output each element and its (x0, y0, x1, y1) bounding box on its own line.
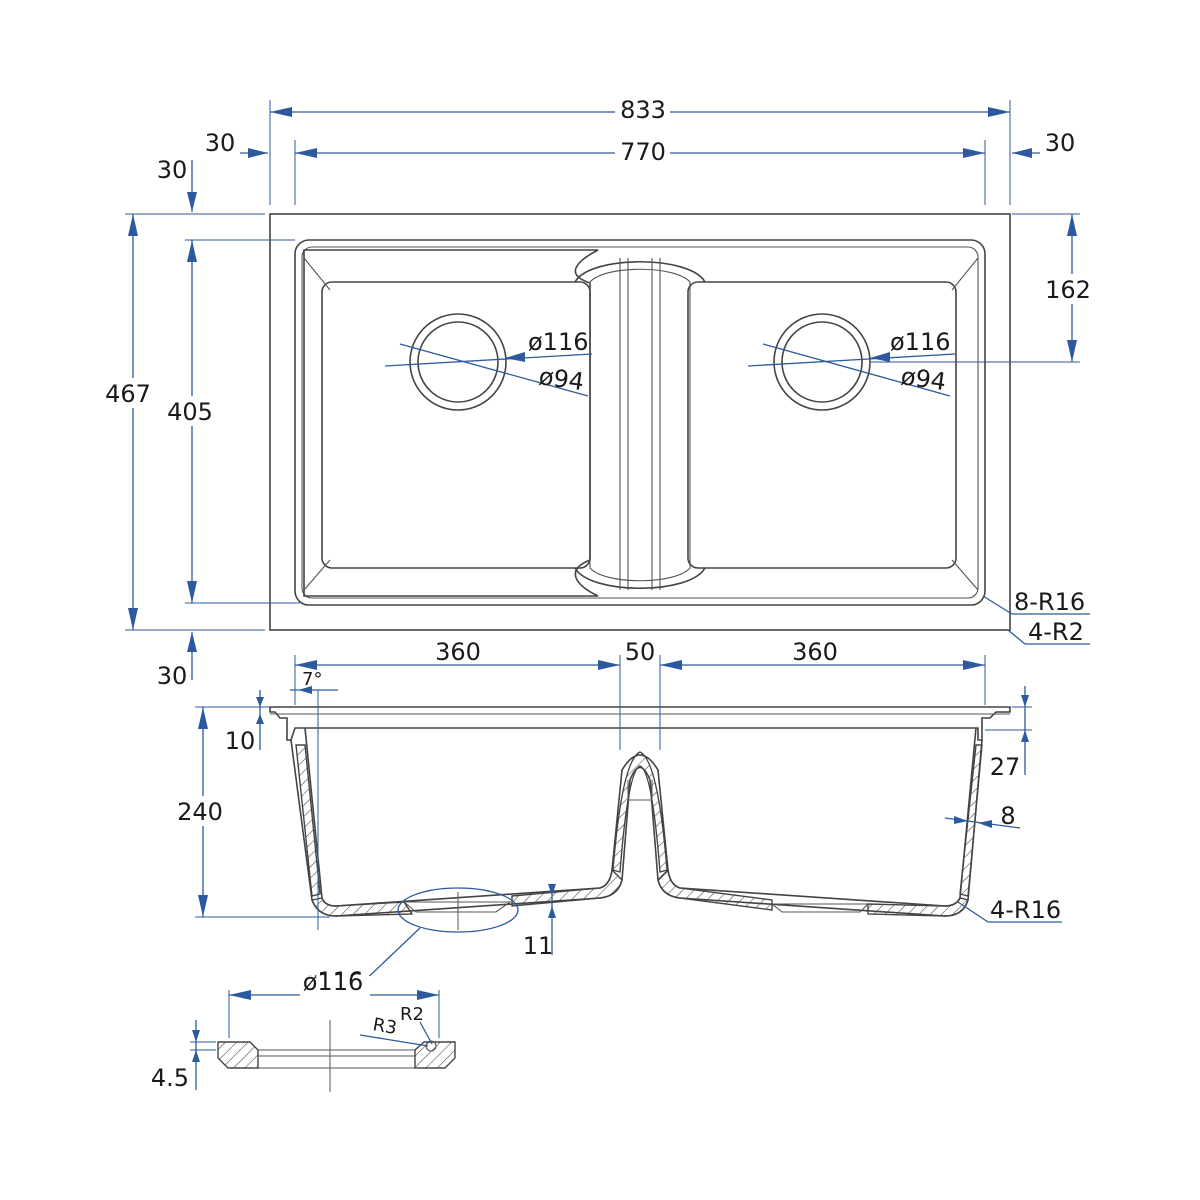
divider-plan (574, 258, 706, 590)
label-r3: R3 (371, 1014, 398, 1039)
dim-flange-height: 27 (985, 686, 1032, 781)
label-4-r16: 4-R16 (990, 896, 1061, 924)
label-770: 770 (620, 138, 666, 166)
label-r2: R2 (400, 1004, 424, 1025)
dim-margin-bottom: 30 (157, 632, 197, 690)
left-drain-outer (409, 313, 507, 411)
label-11: 11 (523, 932, 554, 960)
label-360-left: 360 (435, 638, 481, 666)
plan-view: 833 770 30 30 30 (100, 94, 1095, 690)
label-30-right: 30 (1045, 129, 1076, 157)
label-4-5: 4.5 (151, 1064, 189, 1092)
label-10: 10 (225, 727, 256, 755)
label-30-top: 30 (157, 156, 188, 184)
left-bowl-plan (303, 249, 599, 597)
right-drain-inner (781, 321, 863, 403)
dim-drain-offset: 162 (870, 213, 1095, 363)
dim-draft-angle: 7° (290, 669, 338, 930)
right-bowl-plan (687, 257, 979, 591)
label-50: 50 (625, 638, 656, 666)
label-4-r2: 4-R2 (1028, 618, 1084, 646)
label-7-deg: 7° (302, 669, 322, 690)
label-right-dia-94: ø94 (899, 362, 948, 396)
dim-overall-depth: 467 (100, 214, 265, 631)
label-left-dia-116: ø116 (528, 328, 589, 356)
label-8: 8 (1000, 802, 1015, 830)
sink-outer-outline (269, 213, 1011, 631)
callout-bottom-radius: 4-R16 (957, 896, 1062, 924)
label-30-left: 30 (205, 129, 236, 157)
left-drain-leaders: ø116 ø94 (384, 328, 593, 397)
label-27: 27 (990, 753, 1021, 781)
detail-view: R3 R2 4.5 ø116 (151, 968, 456, 1092)
label-right-dia-116: ø116 (890, 328, 951, 356)
label-30-bottom: 30 (157, 662, 188, 690)
label-left-dia-94: ø94 (537, 362, 586, 396)
label-405: 405 (167, 398, 213, 426)
dim-margins-horizontal: 30 30 (205, 129, 1076, 158)
left-drain-inner (417, 321, 499, 403)
dim-margin-top: 30 (125, 156, 265, 215)
dim-inner-depth: 405 (163, 239, 300, 604)
dim-rim-thickness: 10 (225, 690, 270, 755)
dim-wall-thickness: 8 (944, 802, 1021, 830)
label-360-right: 360 (792, 638, 838, 666)
label-162: 162 (1045, 276, 1091, 304)
dim-bowl-height: 240 (172, 706, 330, 918)
bowls-rim-outline (294, 239, 986, 606)
dim-overall-width: 833 (269, 94, 1011, 205)
label-240: 240 (177, 798, 223, 826)
label-833: 833 (620, 96, 666, 124)
dim-bottom-thickness: 11 (523, 884, 556, 960)
section-view: 360 360 50 7° 10 (172, 638, 1062, 995)
label-8-r16: 8-R16 (1014, 588, 1085, 616)
dim-section-widths: 360 360 50 (294, 638, 986, 750)
detail-ellipse (397, 887, 519, 933)
dim-inner-width: 770 (294, 135, 986, 205)
label-detail-dia-116: ø116 (303, 968, 364, 996)
label-467: 467 (105, 380, 151, 408)
corner-radius-callouts: 8-R16 4-R2 (982, 588, 1090, 646)
right-drain-leaders: ø116 ø94 (747, 328, 956, 397)
